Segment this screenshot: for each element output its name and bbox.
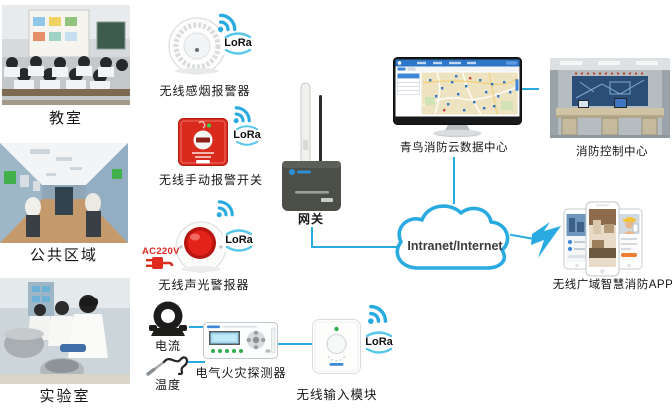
gateway-device [281, 80, 345, 212]
sound-light-alarm-device [175, 219, 229, 275]
datacenter-controlcenter-connector [521, 88, 539, 90]
wifi-signal-icon [231, 101, 256, 131]
wireless-input-module-device [312, 319, 361, 374]
gateway-label: 网关 [297, 212, 324, 226]
datacenter-cloud-connector [453, 157, 455, 204]
manual-alarm-device [178, 118, 228, 166]
classroom-photo [2, 5, 130, 105]
control-center-photo [550, 58, 670, 138]
datacenter-monitor [393, 57, 522, 138]
wireless-input-module-label: 无线输入模块 [296, 388, 378, 402]
temperature-detector-connector [188, 361, 205, 363]
datacenter-label: 青鸟消防云数据中心 [400, 142, 508, 154]
temperature-probe-device [146, 352, 192, 378]
public-area-label: 公共区域 [29, 247, 98, 264]
detector-module-connector [278, 343, 314, 345]
gateway-cloud-connector-horizontal [311, 246, 403, 248]
lora-badge: LoRa [222, 32, 254, 55]
electrical-fire-detector-device [203, 322, 278, 359]
lightning-bolt-icon [531, 221, 567, 266]
wifi-signal-icon [215, 8, 242, 40]
control-center-label: 消防控制中心 [576, 146, 648, 158]
current-transformer-device [147, 301, 189, 338]
manual-alarm-label: 无线手动报警开关 [158, 173, 263, 187]
temperature-label: 温度 [154, 378, 181, 392]
app-label: 无线广域智慧消防APP [552, 279, 672, 291]
laboratory-label: 实验室 [39, 388, 91, 405]
sound-light-alarm-label: 无线声光警报器 [158, 278, 250, 292]
wifi-signal-icon [214, 195, 239, 225]
internet-cloud [386, 196, 522, 287]
lora-badge: LoRa [232, 125, 262, 146]
lora-badge-text: LoRa [225, 234, 253, 246]
smoke-detector-device [168, 17, 226, 75]
smoke-detector-label: 无线感烟报警器 [159, 84, 251, 98]
lora-badge-text: LoRa [233, 129, 261, 141]
electrical-fire-detector-label: 电气火灾探测器 [195, 366, 287, 380]
laboratory-photo [0, 278, 130, 384]
classroom-label: 教室 [48, 110, 83, 127]
lora-badge: LoRa [223, 229, 255, 252]
ac-power-label: AC220V [142, 246, 180, 257]
lora-badge: LoRa [362, 331, 396, 354]
gateway-cloud-connector-vertical [311, 227, 313, 248]
public-area-photo [0, 143, 128, 243]
lora-badge-text: LoRa [224, 37, 252, 49]
lora-badge-text: LoRa [365, 336, 393, 348]
current-detector-connector [189, 326, 205, 328]
app-phones [563, 200, 643, 278]
cloud-label: Intranet/Internet [407, 239, 503, 253]
current-label: 电流 [154, 339, 181, 353]
wifi-signal-icon [365, 299, 393, 332]
power-plug-icon [146, 256, 174, 275]
